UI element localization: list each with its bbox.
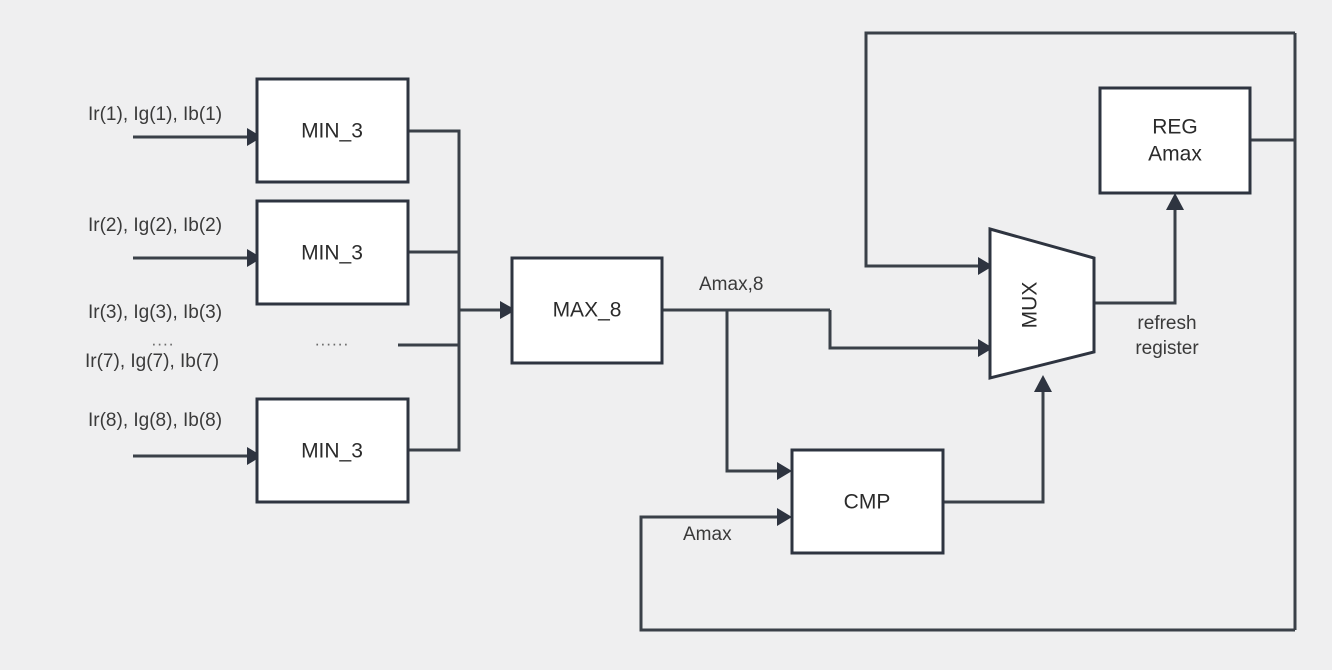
min3-1-output-wire bbox=[408, 129, 461, 310]
signal-label-input-1: Ir(1), Ig(1), Ib(1) bbox=[88, 104, 222, 125]
min3-8-output-wire bbox=[408, 310, 461, 452]
block-reg-label-line2: Amax bbox=[1148, 143, 1202, 166]
signal-label-refresh-line2: register bbox=[1135, 338, 1199, 359]
signal-label-refresh-line1: refresh bbox=[1137, 313, 1196, 334]
signal-label-input-8: Ir(8), Ig(8), Ib(8) bbox=[88, 410, 222, 431]
block-max8[interactable]: MAX_8 bbox=[510, 256, 664, 365]
signal-label-bus-ellipsis: ...... bbox=[315, 330, 349, 349]
block-mux-label: MUX bbox=[1019, 282, 1042, 329]
block-min3-2[interactable]: MIN_3 bbox=[255, 199, 410, 306]
amax-feedback-to-cmp-wire bbox=[639, 508, 1295, 632]
input-wire-8 bbox=[133, 447, 262, 465]
reg-feedback-to-mux-wire bbox=[864, 31, 1295, 275]
block-cmp-label: CMP bbox=[844, 491, 891, 514]
block-min3-8[interactable]: MIN_3 bbox=[255, 397, 410, 504]
signal-label-input-3: Ir(3), Ig(3), Ib(3) bbox=[88, 302, 222, 323]
mux-output-to-reg-wire bbox=[1094, 193, 1184, 305]
block-mux[interactable]: MUX bbox=[988, 227, 1096, 380]
signal-label-input-2: Ir(2), Ig(2), Ib(2) bbox=[88, 215, 222, 236]
cmp-output-to-mux-select-wire bbox=[943, 375, 1052, 504]
signal-label-amax8: Amax,8 bbox=[699, 274, 763, 295]
amax8-to-mux-wire bbox=[828, 310, 993, 357]
signal-label-amax-feedback: Amax bbox=[683, 524, 732, 545]
signal-label-input-ellipsis: .... bbox=[152, 330, 175, 349]
bus-to-max8-wire bbox=[459, 301, 516, 319]
block-cmp[interactable]: CMP bbox=[790, 448, 945, 555]
block-reg-amax[interactable]: REG Amax bbox=[1098, 86, 1252, 195]
block-min3-2-label: MIN_3 bbox=[301, 242, 363, 265]
block-reg-label-line1: REG bbox=[1152, 116, 1198, 139]
block-min3-1-label: MIN_3 bbox=[301, 120, 363, 143]
input-wire-1 bbox=[133, 128, 262, 146]
block-max8-label: MAX_8 bbox=[553, 299, 622, 322]
amax8-to-cmp-wire bbox=[725, 310, 792, 480]
signal-label-input-7: Ir(7), Ig(7), Ib(7) bbox=[85, 351, 219, 372]
block-min3-1[interactable]: MIN_3 bbox=[255, 77, 410, 184]
block-min3-8-label: MIN_3 bbox=[301, 440, 363, 463]
input-wire-2 bbox=[133, 249, 262, 267]
